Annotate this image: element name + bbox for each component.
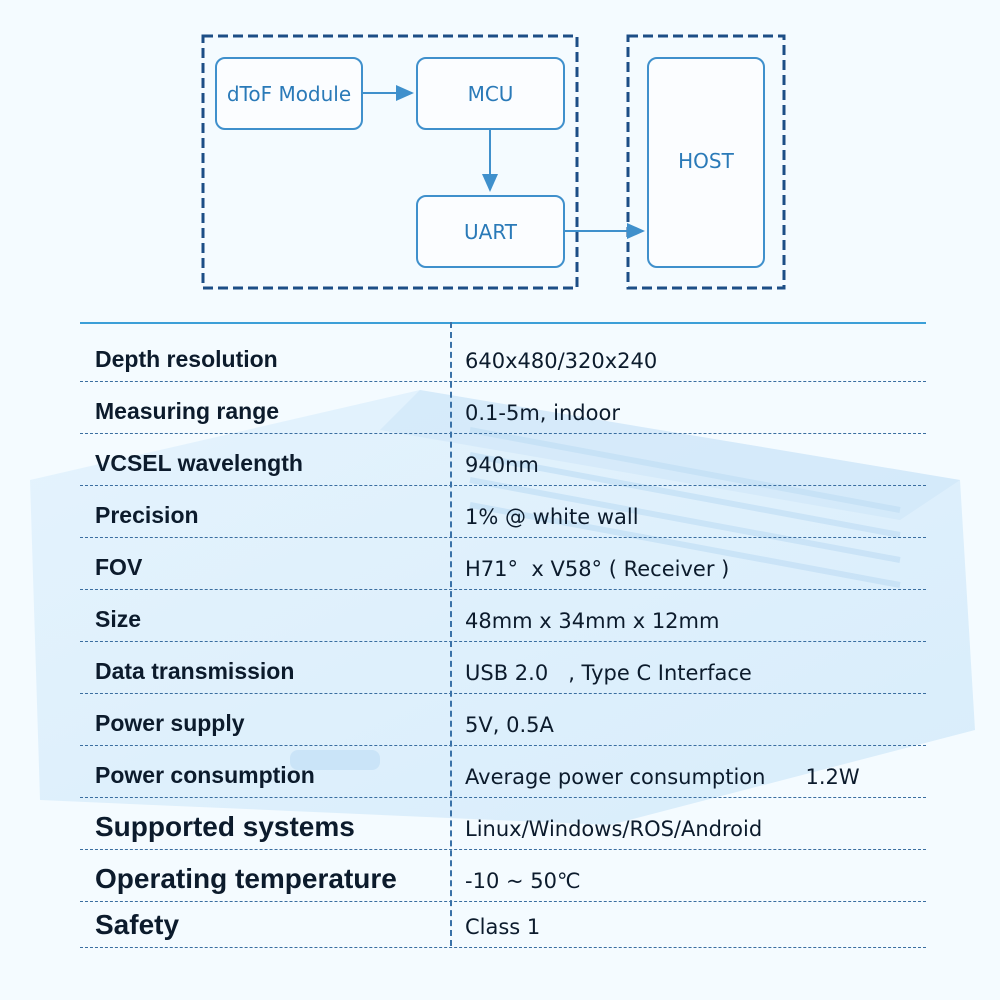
spec-row-power-supply: Power supply 5V, 0.5A: [80, 694, 926, 746]
host-frame: [626, 34, 786, 290]
device-frame: [201, 34, 579, 290]
spec-value: Class 1: [465, 915, 541, 939]
dtof-module-box: dToF Module: [215, 57, 363, 130]
mcu-label: MCU: [467, 81, 514, 106]
spec-value: Linux/Windows/ROS/Android: [465, 817, 763, 841]
spec-row-precision: Precision 1% @ white wall: [80, 486, 926, 538]
diagram-frames: [201, 34, 786, 290]
spec-value: 5V, 0.5A: [465, 713, 554, 737]
spec-value: H71° x V58° ( Receiver ): [465, 557, 730, 581]
dtof-module-label: dToF Module: [226, 81, 352, 106]
spec-label: Data transmission: [95, 658, 295, 684]
spec-label: Power supply: [95, 710, 245, 736]
spec-row-depth-resolution: Depth resolution 640x480/320x240: [80, 330, 926, 382]
table-column-divider: [450, 322, 452, 946]
spec-row-vcsel-wavelength: VCSEL wavelength 940nm: [80, 434, 926, 486]
block-diagram: dToF Module MCU UART HOST: [0, 0, 1000, 300]
spec-value: 940nm: [465, 453, 539, 477]
spec-label: Measuring range: [95, 398, 280, 424]
mcu-box: MCU: [416, 57, 565, 130]
spec-label: VCSEL wavelength: [95, 450, 303, 476]
spec-value: 48mm x 34mm x 12mm: [465, 609, 720, 633]
host-label: HOST: [678, 149, 734, 173]
spec-value: Average power consumption 1.2W: [465, 765, 860, 789]
uart-box: UART: [416, 195, 565, 268]
spec-label: Size: [95, 606, 142, 632]
spec-value: USB 2.0 , Type C Interface: [465, 661, 752, 685]
spec-row-size: Size 48mm x 34mm x 12mm: [80, 590, 926, 642]
spec-label: Operating temperature: [95, 863, 397, 894]
table-top-rule: [80, 322, 926, 324]
spec-row-supported-systems: Supported systems Linux/Windows/ROS/Andr…: [80, 798, 926, 850]
spec-label: FOV: [95, 554, 143, 580]
spec-label: Safety: [95, 909, 180, 940]
host-box: HOST: [647, 57, 765, 268]
spec-value: 1% @ white wall: [465, 505, 639, 529]
spec-row-operating-temperature: Operating temperature -10 ~ 50℃: [80, 850, 926, 902]
spec-row-power-consumption: Power consumption Average power consumpt…: [80, 746, 926, 798]
spec-row-safety: Safety Class 1: [80, 902, 926, 948]
spec-value: 640x480/320x240: [465, 349, 658, 373]
spec-row-fov: FOV H71° x V58° ( Receiver ): [80, 538, 926, 590]
spec-value: 0.1-5m, indoor: [465, 401, 620, 425]
spec-value: -10 ~ 50℃: [465, 869, 581, 893]
spec-row-data-transmission: Data transmission USB 2.0 , Type C Inter…: [80, 642, 926, 694]
spec-label: Precision: [95, 502, 199, 528]
uart-label: UART: [464, 219, 517, 244]
spec-label: Supported systems: [95, 811, 355, 842]
spec-label: Depth resolution: [95, 346, 278, 372]
spec-label: Power consumption: [95, 762, 315, 788]
spec-row-measuring-range: Measuring range 0.1-5m, indoor: [80, 382, 926, 434]
